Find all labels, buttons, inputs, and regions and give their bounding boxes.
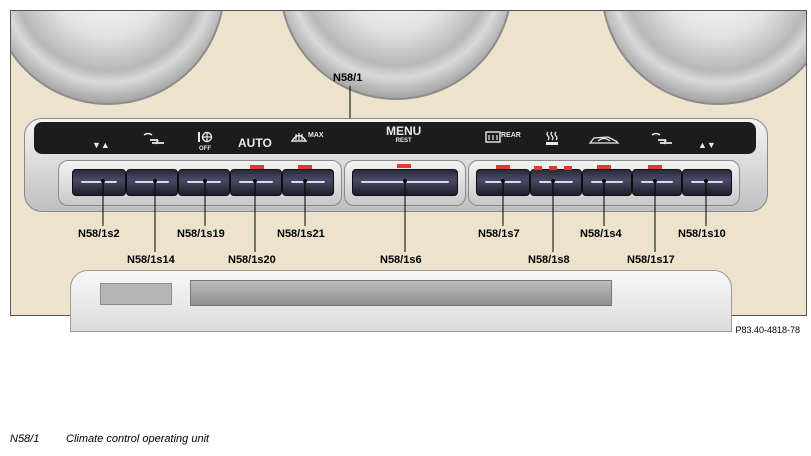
temp-left-arrows-icon: ▼▲ xyxy=(92,140,110,150)
menu-label: MENU REST xyxy=(386,124,421,145)
led-s8-b xyxy=(549,166,557,170)
callout-unit: N58/1 xyxy=(333,72,363,84)
callout-s17: N58/1s17 xyxy=(627,254,675,266)
fan-off-label: OFF xyxy=(199,146,211,152)
key-s14 xyxy=(126,169,178,196)
auto-label: AUTO xyxy=(238,136,272,150)
key-s8 xyxy=(530,169,582,196)
defrost-max-label: MAX xyxy=(308,132,324,139)
led-s21 xyxy=(298,165,312,169)
rest-text: REST xyxy=(395,138,412,144)
callout-s8: N58/1s8 xyxy=(528,254,570,266)
rear-label: REAR xyxy=(501,132,521,139)
temp-right-arrows-icon: ▲▼ xyxy=(698,140,716,150)
seat-heater-icon xyxy=(545,130,559,149)
callout-s7: N58/1s7 xyxy=(478,228,520,240)
lower-slot-main xyxy=(190,280,612,306)
led-s17 xyxy=(648,165,662,169)
legend-code: N58/1 xyxy=(10,433,40,445)
air-recirculation-icon xyxy=(588,134,620,149)
key-s2 xyxy=(72,169,126,196)
legend-row: N58/1 Climate control operating unit xyxy=(10,433,209,445)
key-s4 xyxy=(582,169,632,196)
defrost-max-icon xyxy=(290,130,308,145)
rear-defrost-icon xyxy=(485,131,501,146)
airflow-defrost-right-icon xyxy=(650,132,674,151)
menu-text: MENU xyxy=(386,124,422,138)
symbol-strip xyxy=(34,122,756,154)
airflow-defrost-icon xyxy=(142,132,166,151)
key-s21 xyxy=(282,169,334,196)
led-s8-c xyxy=(564,166,572,170)
key-s17 xyxy=(632,169,682,196)
figure-reference: P83.40-4818-78 xyxy=(735,325,800,335)
callout-s19: N58/1s19 xyxy=(177,228,225,240)
legend-text: Climate control operating unit xyxy=(66,433,210,445)
lower-slot-left xyxy=(100,283,172,305)
callout-s4: N58/1s4 xyxy=(580,228,622,240)
callout-s21: N58/1s21 xyxy=(277,228,325,240)
key-s19 xyxy=(178,169,230,196)
callout-s14: N58/1s14 xyxy=(127,254,175,266)
fan-off-icon: OFF xyxy=(197,131,213,153)
callout-s2: N58/1s2 xyxy=(78,228,120,240)
callout-s6: N58/1s6 xyxy=(380,254,422,266)
callout-s10: N58/1s10 xyxy=(678,228,726,240)
led-s8-a xyxy=(534,166,542,170)
callout-s20: N58/1s20 xyxy=(228,254,276,266)
led-s4 xyxy=(597,165,611,169)
led-s7 xyxy=(496,165,510,169)
led-s6 xyxy=(397,164,411,168)
led-s20 xyxy=(250,165,264,169)
